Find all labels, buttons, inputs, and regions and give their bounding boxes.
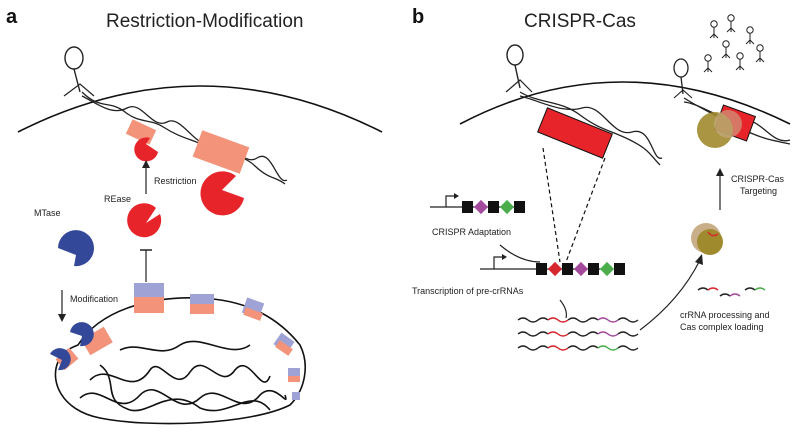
panel-a-title: Restriction-Modification (106, 11, 304, 32)
phage-dna-b (519, 91, 663, 166)
host-chromosome (54, 297, 306, 425)
processing-arrow (639, 259, 701, 331)
transcription-label: Transcription of pre-crRNAs (412, 286, 524, 296)
targeting-label-line2: Targeting (740, 186, 778, 196)
protospacer-box (537, 107, 613, 159)
adaptation-label: CRISPR Adaptation (432, 227, 512, 237)
processing-label-line2: Cas complex loading (680, 322, 764, 332)
adaptation-arrow (499, 244, 541, 263)
mtase-bound (50, 322, 113, 371)
cas-complex-loaded (691, 223, 723, 255)
rease-free (127, 203, 162, 238)
phage-b-right (673, 58, 693, 99)
cell-membrane-b (459, 81, 791, 125)
phage-b-left (505, 44, 533, 93)
panel-b-letter: b (412, 6, 425, 28)
panel-b-title: CRISPR-Cas (524, 11, 636, 32)
transcription-arrow (559, 299, 567, 319)
processing-label-line1: crRNA processing and (680, 310, 770, 320)
phage-cluster (703, 14, 765, 73)
crispr-array-2 (480, 254, 625, 277)
mtase-free (58, 230, 94, 267)
dashed-link-right (565, 157, 606, 263)
rease-bound-small (125, 119, 158, 162)
pre-crrna-transcripts (517, 317, 639, 351)
restriction-label: Restriction (154, 176, 197, 186)
crrnas (697, 287, 766, 297)
modification-label: Modification (70, 294, 119, 304)
crispr-array-1 (430, 193, 525, 215)
dashed-link-left (542, 147, 561, 263)
mtase-label: MTase (34, 208, 61, 218)
rease-label: REase (104, 194, 132, 204)
panel-a-letter: a (6, 6, 18, 28)
phage-a (63, 46, 95, 97)
panel-b-diagram (430, 14, 791, 351)
methylation-marks (134, 283, 300, 400)
targeting-label-line1: CRISPR-Cas (731, 174, 785, 184)
rease-bound-large (192, 130, 250, 216)
panel-a-diagram (17, 46, 383, 425)
cell-membrane-a (17, 85, 383, 133)
phage-dna-a (81, 91, 288, 185)
